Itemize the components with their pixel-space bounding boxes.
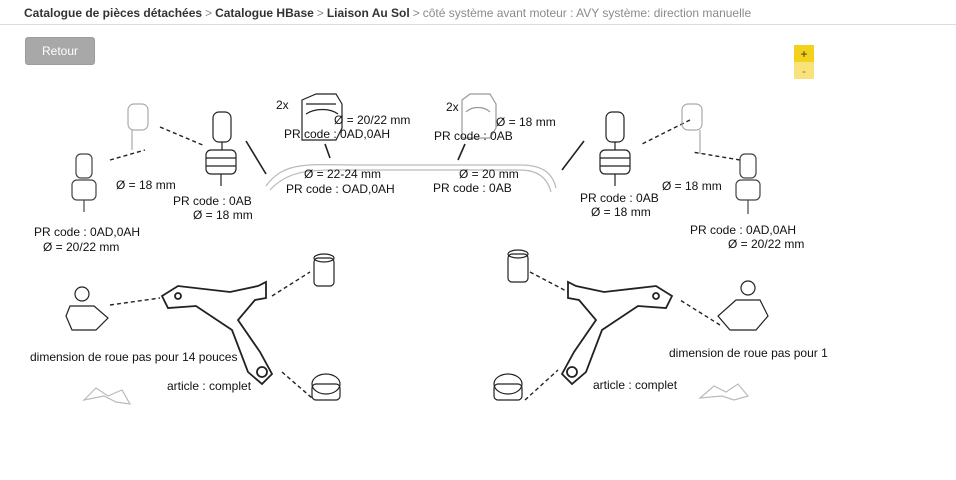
dashed-connector — [271, 271, 311, 297]
coupling-link-right-small-icon[interactable] — [735, 153, 761, 214]
dashed-connector — [109, 297, 161, 306]
bracket-left-icon[interactable] — [82, 387, 132, 405]
arm-bushing-left-bottom-icon[interactable] — [311, 373, 341, 401]
arm-bushing-right-top-icon[interactable] — [507, 249, 529, 283]
zoom-controls: + - — [794, 45, 814, 79]
dashed-connector — [691, 151, 741, 161]
diameter-label: Ø = 20/22 mm — [334, 113, 411, 127]
dashed-connector — [159, 126, 206, 147]
pr-code-label: PR code : 0AB — [434, 129, 513, 143]
breadcrumb-separator: > — [316, 6, 324, 20]
connector-line — [561, 140, 585, 171]
diameter-label: Ø = 18 mm — [662, 179, 722, 193]
pr-code-label: PR code : 0AD,0AH — [284, 127, 391, 141]
breadcrumb-link-liaison-au-sol[interactable]: Liaison Au Sol — [326, 6, 410, 20]
pr-code-label: PR code : 0AD,0AH — [690, 223, 797, 237]
control-arm-left-icon[interactable] — [160, 280, 274, 386]
wheel-dimension-label: dimension de roue pas pour 1 — [669, 346, 828, 360]
diameter-label: Ø = 18 mm — [116, 178, 176, 192]
pr-code-label: PR code : OAD,0AH — [286, 182, 395, 196]
article-label: article : complet — [167, 379, 252, 393]
zoom-out-button[interactable]: - — [794, 62, 814, 79]
control-arm-right-icon[interactable] — [560, 280, 674, 386]
header-divider — [0, 24, 956, 25]
coupling-link-left-outer-icon[interactable] — [127, 103, 149, 150]
zoom-in-button[interactable]: + — [794, 45, 814, 62]
wheel-dimension-label: dimension de roue pas pour 14 pouces — [30, 350, 238, 364]
arm-bushing-left-top-icon[interactable] — [313, 253, 335, 287]
dashed-connector — [679, 299, 721, 326]
back-button[interactable]: Retour — [25, 37, 95, 65]
breadcrumb-link-catalogue-pieces[interactable]: Catalogue de pièces détachées — [24, 6, 203, 20]
dashed-connector — [281, 371, 313, 399]
diameter-label: Ø = 20/22 mm — [43, 240, 120, 254]
connector-line — [457, 143, 466, 161]
bushing-right-icon[interactable] — [461, 93, 497, 139]
pr-code-label: PR code : 0AD,0AH — [34, 225, 141, 239]
diameter-label: Ø = 18 mm — [591, 205, 651, 219]
pr-code-label: PR code : 0AB — [580, 191, 659, 205]
ball-joint-right-icon[interactable] — [717, 280, 769, 331]
stabilizer-bar[interactable] — [265, 164, 557, 193]
pr-code-label: PR code : 0AB — [173, 194, 252, 208]
ball-joint-left-icon[interactable] — [65, 286, 109, 331]
coupling-link-right-outer-icon[interactable] — [681, 103, 703, 154]
breadcrumb-separator: > — [205, 6, 213, 20]
diameter-label: Ø = 20/22 mm — [728, 237, 805, 251]
pr-code-label: PR code : 0AB — [433, 181, 512, 195]
bushing-left-icon[interactable] — [301, 93, 343, 141]
connector-line — [245, 140, 267, 175]
article-label: article : complet — [593, 378, 678, 392]
qty-label: 2x — [446, 100, 459, 114]
breadcrumb: Catalogue de pièces détachées>Catalogue … — [24, 6, 751, 20]
coupling-link-left-small-icon[interactable] — [71, 153, 97, 212]
dashed-connector — [529, 271, 569, 293]
breadcrumb-separator: > — [412, 6, 420, 20]
dashed-connector — [109, 149, 146, 161]
connector-line — [324, 143, 331, 159]
diameter-label: Ø = 18 mm — [496, 115, 556, 129]
breadcrumb-current: côté système avant moteur : AVY système:… — [422, 6, 752, 20]
arm-bushing-right-bottom-icon[interactable] — [493, 373, 523, 401]
diameter-label: Ø = 20 mm — [459, 167, 519, 181]
diameter-label: Ø = 22-24 mm — [304, 167, 382, 181]
diameter-label: Ø = 18 mm — [193, 208, 253, 222]
qty-label: 2x — [276, 98, 289, 112]
coupling-link-right-inner-icon[interactable] — [599, 111, 631, 186]
dashed-connector — [524, 369, 559, 401]
bracket-right-icon[interactable] — [698, 383, 750, 401]
breadcrumb-link-catalogue-hbase[interactable]: Catalogue HBase — [215, 6, 314, 20]
coupling-link-left-inner-icon[interactable] — [205, 111, 237, 186]
